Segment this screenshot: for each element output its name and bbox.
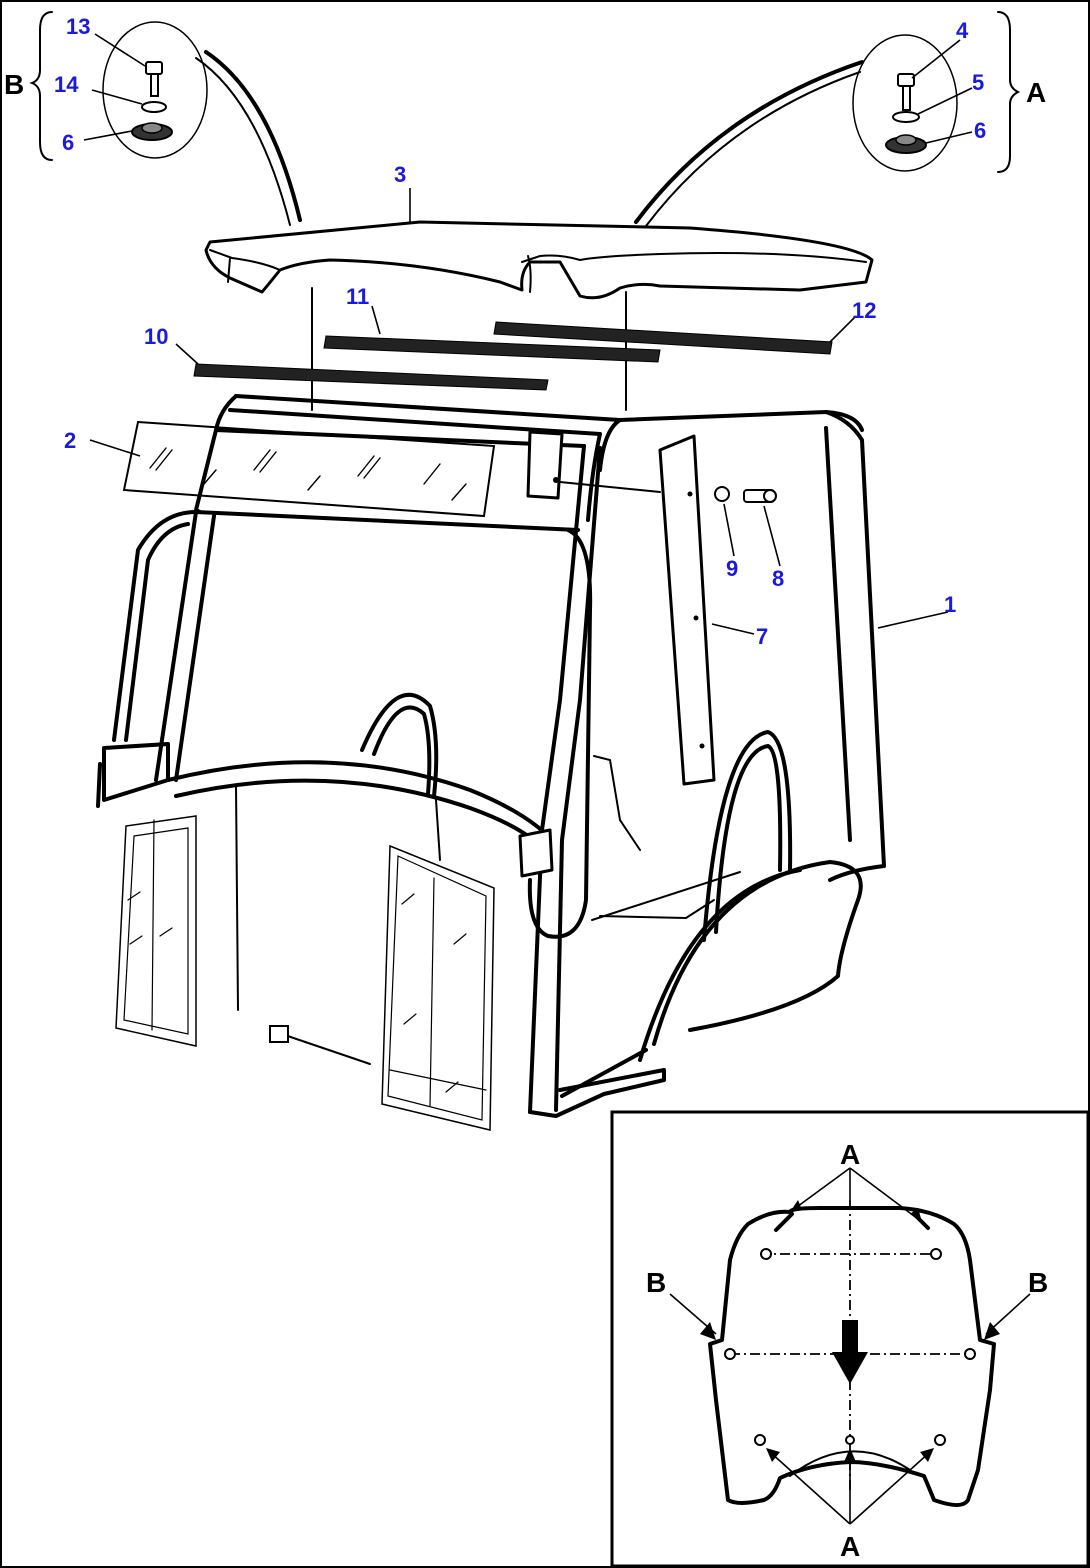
- forward-arrow-icon: [832, 1320, 868, 1384]
- callout-6a: 6: [974, 118, 986, 143]
- mounting-bar-7-part: 7: [559, 434, 768, 786]
- seal-strip-10-part: 10: [144, 324, 549, 391]
- callout-1: 1: [944, 592, 956, 617]
- left-side-glass-part: [115, 815, 197, 1047]
- mount-point-a-right: [930, 1248, 942, 1260]
- inset-label-right-b: B: [1028, 1267, 1048, 1298]
- detail-a-brace: [997, 11, 1021, 173]
- callout-4: 4: [956, 18, 969, 43]
- inset-roof-outline: [708, 1206, 996, 1507]
- detail-a-label: A: [1026, 77, 1046, 108]
- roof-cover-part: 3: [204, 162, 874, 411]
- washer-14-icon: [141, 101, 167, 113]
- callout-12: 12: [852, 298, 876, 323]
- seal-strip-12-part: 12: [493, 298, 876, 355]
- callout-3: 3: [394, 162, 406, 187]
- callout-10: 10: [144, 324, 168, 349]
- inset-label-left-b: B: [646, 1267, 666, 1298]
- callout-8: 8: [772, 566, 784, 591]
- cab-frame-part: 1: [96, 394, 956, 1118]
- seal-strip-11-part: 11: [323, 284, 661, 363]
- washer-5-icon: [892, 111, 920, 123]
- rubber-mount-6a-icon: [885, 134, 927, 154]
- inset-label-top-a: A: [840, 1139, 860, 1170]
- bolt-13-icon: [145, 61, 163, 97]
- upper-glass-part: 2: [64, 420, 496, 518]
- screw-8-icon: 8: [743, 489, 784, 591]
- detail-b-group: B 13 14 6: [4, 11, 302, 226]
- detail-a-outline: [852, 34, 958, 172]
- detail-b-brace: [29, 11, 53, 161]
- detail-b-label: B: [4, 69, 24, 100]
- washer-9-icon: 9: [714, 486, 738, 581]
- callout-7: 7: [756, 624, 768, 649]
- inset-label-bottom-a: A: [840, 1531, 860, 1562]
- callout-14: 14: [54, 72, 79, 97]
- callout-6b: 6: [62, 130, 74, 155]
- callout-5: 5: [972, 70, 984, 95]
- callout-11: 11: [346, 284, 369, 309]
- callout-9: 9: [726, 556, 738, 581]
- mount-point-a-rear-left: [754, 1434, 766, 1446]
- bolt-4-icon: [897, 73, 915, 111]
- mount-point-a-rear-right: [934, 1434, 946, 1446]
- callout-13: 13: [66, 14, 90, 39]
- inset-mounting-diagram: A B B A: [610, 1110, 1090, 1568]
- rubber-mount-6b-icon: [131, 122, 173, 141]
- mount-point-a-rear-center: [845, 1435, 855, 1445]
- detail-a-group: A 4 5 6: [634, 11, 1046, 227]
- detail-b-outline: [102, 21, 208, 159]
- door-glass-part: [381, 844, 495, 1131]
- mount-point-a-left: [760, 1248, 772, 1260]
- mount-point-b-right: [964, 1348, 976, 1360]
- mount-point-b-left: [724, 1348, 736, 1360]
- callout-2: 2: [64, 428, 76, 453]
